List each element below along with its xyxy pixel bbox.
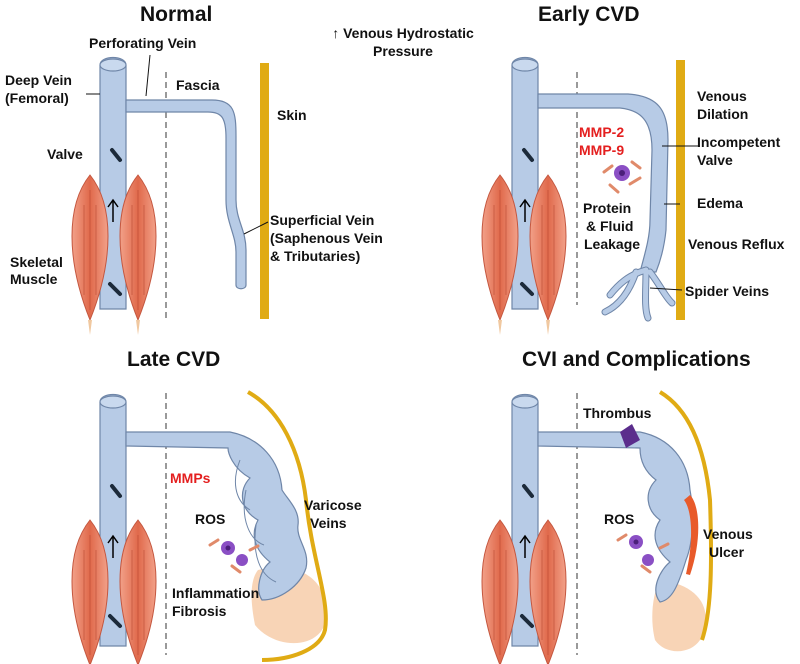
thrombus [620,424,640,448]
label-varicose: Varicose [304,497,362,513]
label-fluid: & Fluid [586,218,634,234]
panel-early-cvd [481,56,700,336]
title-cvi-complications: CVI and Complications [522,348,751,371]
label-spider-veins: Spider Veins [685,283,770,299]
label-muscle: Muscle [10,271,58,287]
panel-cvi [481,390,714,664]
panel-late-cvd [71,390,328,664]
skin [658,390,714,641]
leader-lines [86,54,269,235]
label-leakage: Leakage [584,236,641,252]
label-venous-dilation-1: Venous [697,88,747,104]
label-edema: Edema [697,195,743,211]
label-venous-dilation-2: Dilation [697,106,749,122]
label-ros-late: ROS [195,511,226,527]
title-late-cvd: Late CVD [127,348,221,371]
title-normal: Normal [140,3,213,26]
label-venous-ulcer-1: Venous [703,526,753,542]
spider-veins [602,267,675,321]
skin [247,390,328,662]
label-venous-ulcer-2: Ulcer [709,544,745,560]
label-mmp-2: MMP-2 [579,124,625,140]
label-varicose-veins: Veins [310,515,347,531]
panel-normal [71,54,269,336]
label-mmps: MMPs [170,470,211,486]
varicose-vein [125,431,308,601]
label-superficial-vein: Superficial Vein [270,212,375,228]
label-incompetent-valve: Valve [697,152,733,168]
label-deep-vein-femoral: (Femoral) [5,90,69,106]
varicose-vein [537,431,694,603]
label-tributaries: & Tributaries) [270,248,361,264]
label-saphenous-vein: (Saphenous Vein [270,230,383,246]
label-perforating-vein: Perforating Vein [89,35,197,51]
label-incompetent: Incompetent [697,134,781,150]
label-deep-vein: Deep Vein [5,72,72,88]
label-fascia: Fascia [176,77,220,93]
venous-ulcer [684,495,699,575]
valve [108,148,122,296]
label-inflammation: Inflammation [172,585,260,601]
flow-arrow [107,198,119,222]
label-valve: Valve [47,146,83,162]
label-fibrosis: Fibrosis [172,603,227,619]
superficial-vein [125,99,247,290]
label-venous-reflux: Venous Reflux [688,236,785,252]
label-ros-cvi: ROS [604,511,635,527]
skin [260,63,269,319]
label-protein: Protein [583,200,632,216]
label-skeletal: Skeletal [10,254,63,270]
label-thrombus: Thrombus [583,405,652,421]
label-skin: Skin [277,107,307,123]
label-venous-hydrostatic-pressure: ↑ Venous Hydrostatic [332,25,474,41]
label-mmp-9: MMP-9 [579,142,625,158]
label-pressure: Pressure [373,43,433,59]
title-early-cvd: Early CVD [538,3,640,26]
